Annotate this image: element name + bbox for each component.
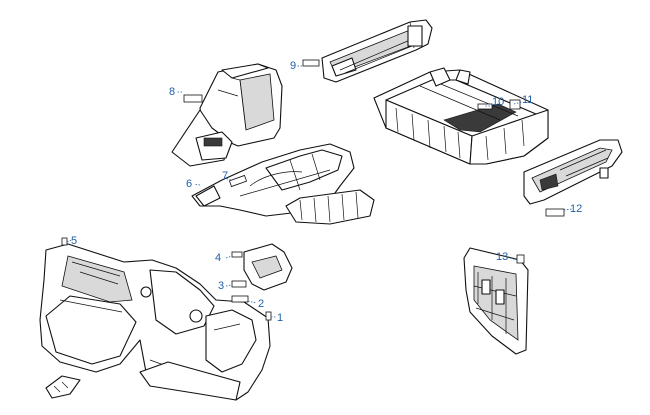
callout-3: 3 bbox=[218, 280, 224, 292]
label-tag-2 bbox=[231, 295, 249, 303]
label-tag-12 bbox=[545, 208, 565, 217]
label-tag-8 bbox=[183, 94, 203, 103]
label-tag-3 bbox=[231, 280, 247, 288]
callout-13: 13 bbox=[496, 251, 508, 263]
callout-10: 10 bbox=[492, 96, 504, 108]
callout-11: 11 bbox=[522, 94, 533, 106]
label-tag-9 bbox=[302, 59, 320, 67]
label-tag-5 bbox=[61, 237, 68, 246]
callout-7: 7 bbox=[222, 170, 228, 182]
callout-9: 9 bbox=[290, 60, 296, 72]
callout-8: 8 bbox=[169, 86, 175, 98]
callout-4: 4 bbox=[215, 252, 221, 264]
callout-2: 2 bbox=[258, 298, 264, 310]
label-tag-10 bbox=[477, 103, 493, 110]
label-tag-7 bbox=[228, 174, 248, 188]
label-tag-11 bbox=[509, 99, 521, 110]
label-tag-1 bbox=[265, 311, 272, 321]
part-rear-storage-box[interactable] bbox=[373, 67, 549, 165]
callout-6: 6 bbox=[186, 178, 192, 190]
part-right-side-panel[interactable] bbox=[523, 139, 623, 205]
part-glovebox-cover[interactable] bbox=[243, 243, 293, 291]
part-center-console-cover[interactable] bbox=[171, 63, 283, 167]
part-dashboard-assembly[interactable] bbox=[39, 243, 271, 401]
callout-leaders bbox=[66, 65, 573, 318]
label-tag-4 bbox=[231, 251, 243, 258]
part-upper-rail-tray[interactable] bbox=[321, 19, 433, 83]
part-inner-side-structure[interactable] bbox=[463, 247, 529, 355]
label-tag-13 bbox=[516, 254, 525, 264]
callout-12: 12 bbox=[570, 203, 582, 215]
part-floor-console-base[interactable] bbox=[191, 143, 375, 225]
callout-5: 5 bbox=[71, 235, 77, 247]
callout-1: 1 bbox=[277, 312, 283, 324]
